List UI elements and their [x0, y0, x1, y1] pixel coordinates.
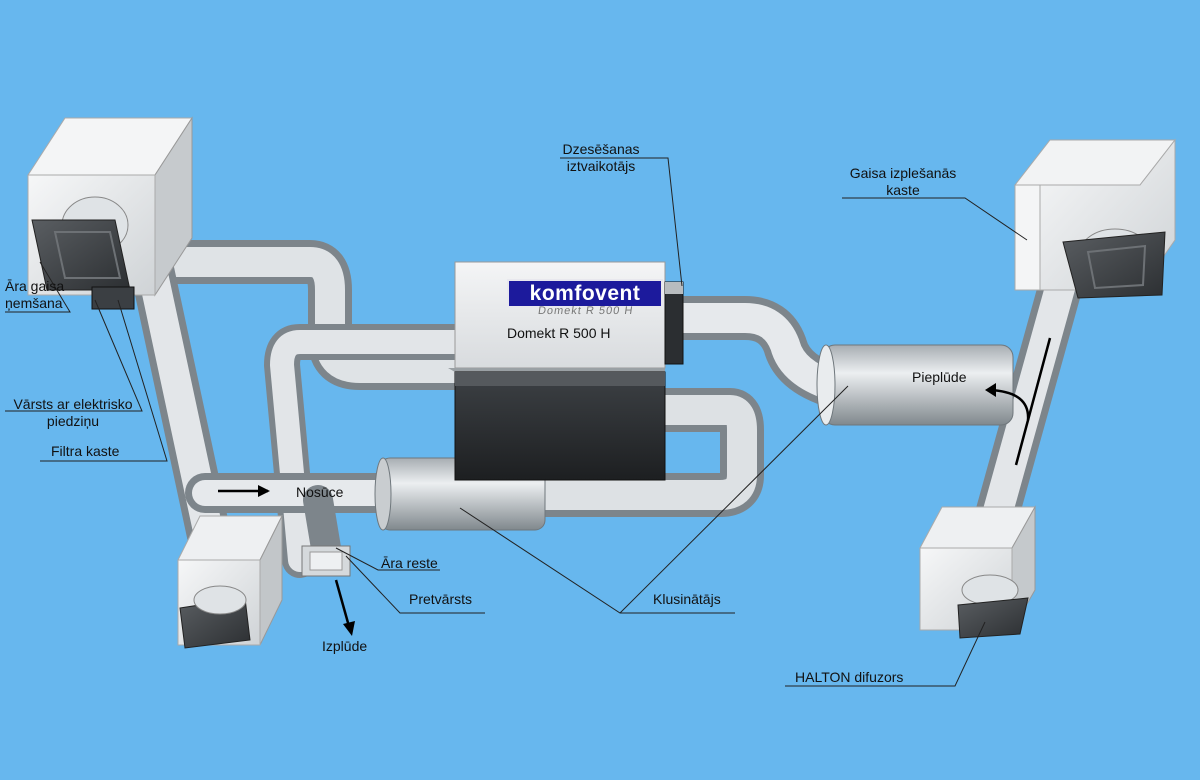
- label-filter-box: Filtra kaste: [51, 443, 120, 459]
- expansion-grille: [1062, 231, 1166, 299]
- label-intake-line2: ņemšana: [5, 295, 63, 311]
- label-valve-line2: piedziņu: [46, 413, 100, 429]
- expansion-box: [1013, 138, 1177, 299]
- label-evaporator: Dzesēšanas iztvaikotājs: [560, 141, 642, 175]
- brand-logo: komfovent: [507, 279, 663, 308]
- label-supply: Pieplūde: [912, 369, 967, 385]
- leader-expansion: [842, 197, 1028, 241]
- label-evaporator-line2: iztvaikotājs: [566, 158, 636, 174]
- label-exhaust: Izplūde: [322, 638, 368, 654]
- leader-evaporator: [560, 157, 683, 287]
- label-silencer: Klusinātājs: [653, 591, 721, 607]
- evaporator-block: [664, 281, 684, 365]
- label-outdoor-intake: Āra gaisa ņemšana: [5, 278, 64, 312]
- supply-arrow-down: [1014, 337, 1052, 466]
- label-diffuser: HALTON difuzors: [795, 669, 904, 685]
- flow-arrows: [218, 337, 1052, 636]
- label-valve-line1: Vārsts ar elektrisko: [13, 396, 133, 412]
- leader-valve: [5, 299, 143, 412]
- supply-arrow-left: [989, 388, 1030, 421]
- unit-model-plate: Domekt R 500 H: [537, 305, 635, 317]
- outdoor-grille: [301, 545, 351, 577]
- silencer-supply: [816, 344, 1014, 426]
- label-expansion-line1: Gaisa izplešanās: [849, 165, 957, 181]
- label-intake-line1: Āra gaisa: [5, 278, 65, 294]
- leader-grille: [335, 547, 440, 571]
- duct-network: [128, 238, 1087, 578]
- filter-box: [91, 286, 135, 310]
- exhaust-arrow: [334, 579, 352, 631]
- halton-diffuser: [957, 597, 1029, 639]
- intake-box: [27, 116, 193, 310]
- leader-intake: [5, 261, 71, 313]
- leader-diffuser: [785, 621, 986, 687]
- leader-lines: [5, 157, 1028, 687]
- label-extract: Nosūce: [296, 484, 344, 500]
- leader-silencer-b: [619, 385, 849, 614]
- unit-label: Domekt R 500 H: [507, 325, 611, 341]
- label-motor-valve: Vārsts ar elektrisko piedziņu: [5, 396, 141, 430]
- leader-check-valve: [345, 555, 485, 614]
- diffuser-box: [919, 505, 1036, 639]
- label-evaporator-line1: Dzesēšanas: [562, 141, 640, 157]
- label-expansion-line2: kaste: [886, 182, 920, 198]
- left-bottom-box: [177, 515, 283, 649]
- label-expansion-box: Gaisa izplešanās kaste: [842, 165, 964, 199]
- leader-filter: [40, 299, 168, 462]
- label-outdoor-grille: Āra reste: [381, 555, 438, 571]
- label-check-valve: Pretvārsts: [409, 591, 473, 607]
